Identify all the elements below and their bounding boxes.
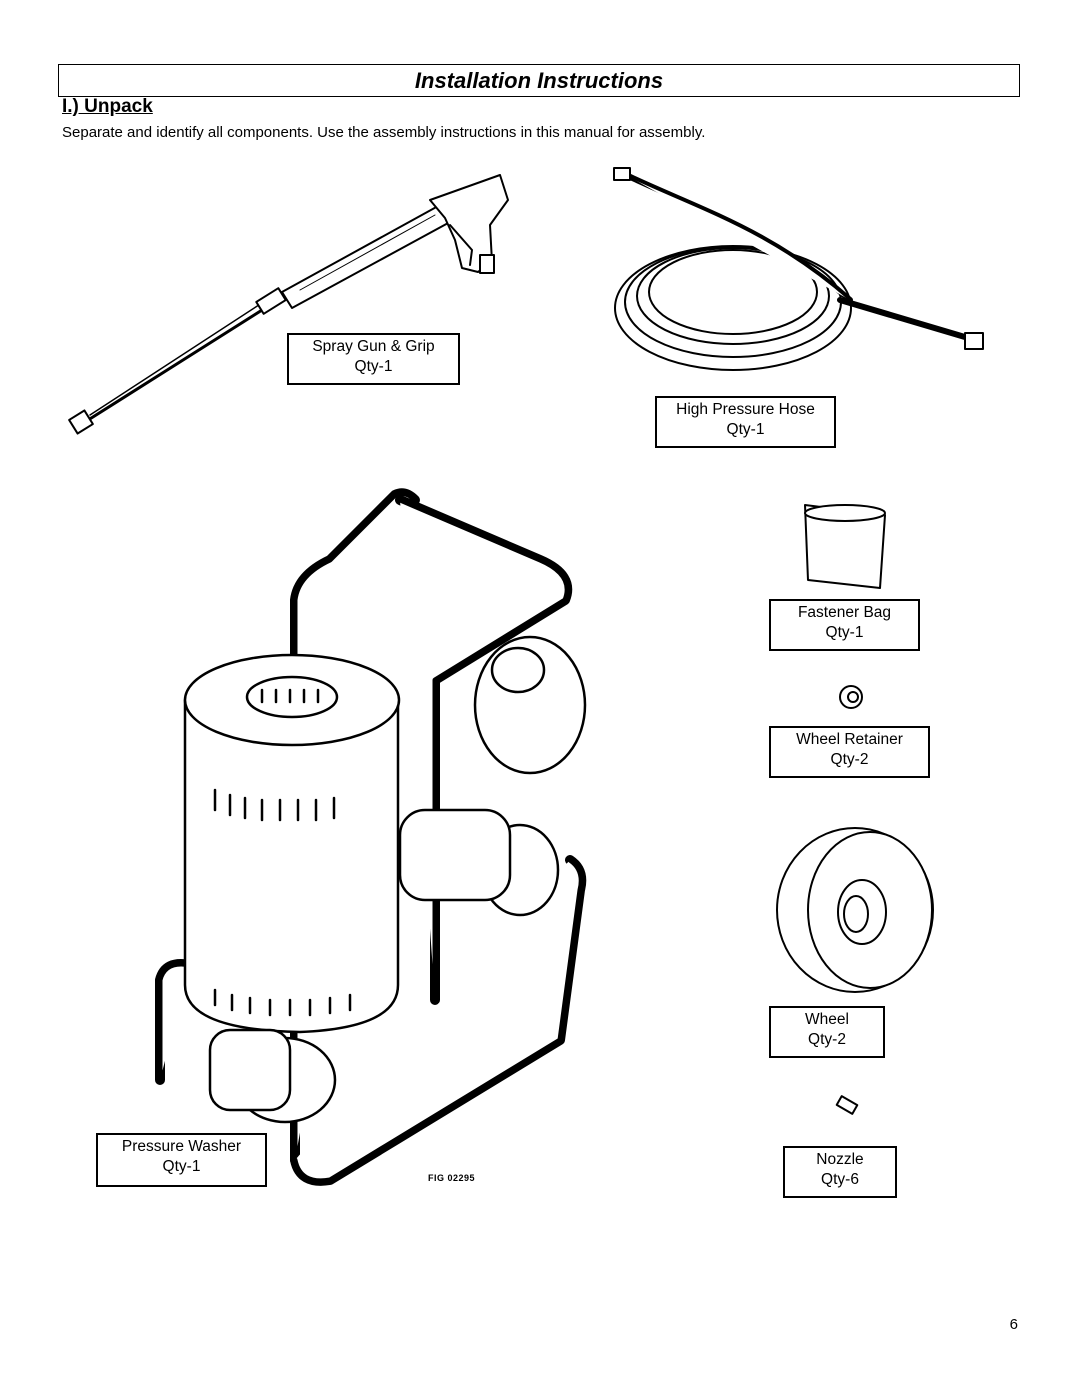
- title-box: Installation Instructions: [58, 64, 1020, 97]
- fastener-bag-icon: [804, 504, 886, 589]
- label-qty: Qty-1: [825, 624, 864, 641]
- label-qty: Qty-6: [821, 1171, 859, 1188]
- label-wheel-retainer: Wheel Retainer Qty-2: [769, 726, 930, 778]
- label-nozzle: Nozzle Qty-6: [783, 1146, 897, 1198]
- label-name: Wheel: [805, 1011, 849, 1028]
- label-name: Nozzle: [816, 1151, 864, 1168]
- label-qty: Qty-2: [830, 751, 869, 768]
- label-name: Fastener Bag: [797, 604, 892, 621]
- wheel-retainer-icon: [839, 685, 863, 709]
- label-fastener-bag: Fastener Bag Qty-1: [769, 599, 920, 651]
- label-qty: Qty-1: [726, 421, 765, 438]
- pressure-washer-icon: [155, 488, 587, 1186]
- label-spray-gun: Spray Gun & Grip Qty-1: [287, 333, 460, 385]
- label-qty: Qty-1: [354, 358, 393, 375]
- nozzle-icon: [835, 1095, 859, 1115]
- label-qty: Qty-1: [162, 1158, 201, 1175]
- page-title: Installation Instructions: [414, 67, 664, 93]
- label-name: Pressure Washer: [121, 1138, 242, 1155]
- label-pressure-washer: Pressure Washer Qty-1: [96, 1133, 267, 1187]
- spray-gun-icon: [68, 174, 509, 435]
- hose-icon: [613, 167, 984, 371]
- label-wheel: Wheel Qty-2: [769, 1006, 885, 1058]
- figure-id: FIG 02295: [428, 1173, 476, 1183]
- label-qty: Qty-2: [808, 1031, 846, 1048]
- label-name: Spray Gun & Grip: [312, 338, 435, 355]
- intro-text: Separate and identify all components. Us…: [62, 124, 706, 141]
- wheel-icon: [776, 827, 934, 993]
- label-high-pressure-hose: High Pressure Hose Qty-1: [655, 396, 836, 448]
- label-name: High Pressure Hose: [676, 401, 815, 418]
- page-number: 6: [1009, 1316, 1018, 1333]
- label-name: Wheel Retainer: [796, 731, 903, 748]
- section-heading: I.) Unpack: [62, 96, 153, 117]
